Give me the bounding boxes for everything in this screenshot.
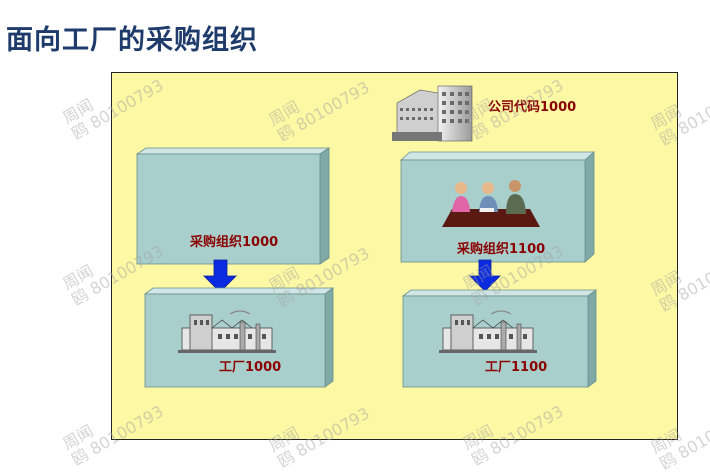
- company-code-label: 公司代码1000: [488, 99, 576, 115]
- meeting-people-icon: [442, 180, 540, 227]
- office-building-icon: [392, 85, 473, 142]
- purchasing-org-box-1: [135, 147, 331, 265]
- factory-icon: [439, 310, 537, 353]
- purchasing-org-label-1: 采购组织1000: [189, 234, 278, 250]
- org-structure-diagram: 公司代码1000 采购组织1000 采购组织1100: [135, 85, 598, 388]
- arrow-down-icon: [203, 259, 237, 293]
- arrow-down-icon: [469, 259, 501, 292]
- factory-icon: [178, 310, 276, 353]
- plant-label-1: 工厂1000: [219, 360, 281, 375]
- page-title: 面向工厂的采购组织: [6, 25, 258, 56]
- purchasing-org-label-2: 采购组织1100: [456, 241, 545, 257]
- plant-label-2: 工厂1100: [485, 360, 547, 375]
